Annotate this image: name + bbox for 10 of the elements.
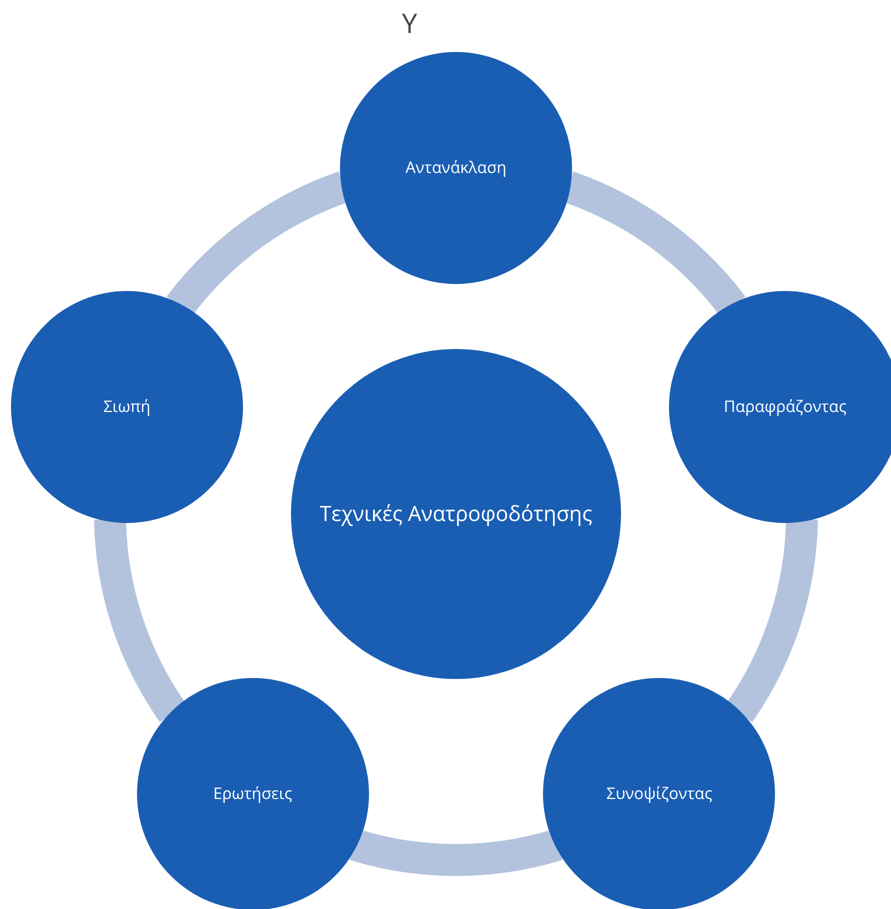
node-label: Παραφράζοντας [724, 396, 846, 418]
ring-connector [350, 829, 562, 876]
ring-connector [94, 518, 186, 722]
node-label: Σιωπή [103, 396, 150, 418]
node-label: Συνοψίζοντας [606, 783, 712, 805]
node-label: Αντανάκλαση [406, 157, 506, 179]
node-label: Τεχνικές Ανατροφοδότησης [320, 500, 592, 528]
ring-connector [726, 518, 818, 722]
node-label: Ερωτήσεις [213, 783, 292, 805]
axis-letter: Y [402, 4, 418, 41]
